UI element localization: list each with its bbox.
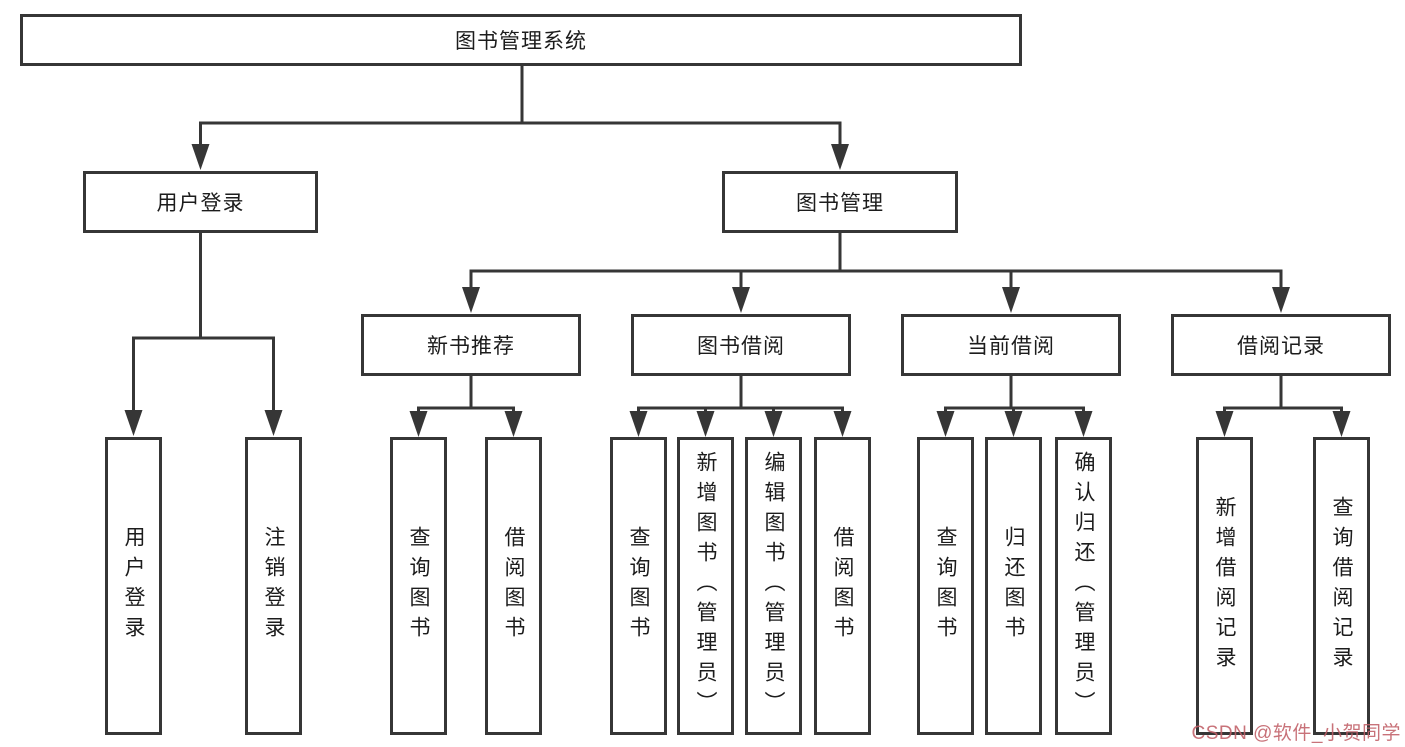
leaf-confirm-return-admin: 确认归还（管理员） (1055, 437, 1112, 735)
leaf-borrow-books: 借阅图书 (814, 437, 871, 735)
connector-current-to-leaves (936, 376, 1093, 437)
leaf-edit-books-admin: 编辑图书（管理员） (745, 437, 802, 735)
leaf-label: 查询借阅记录 (1330, 496, 1354, 676)
node-book-borrowing: 图书借阅 (631, 314, 851, 376)
leaf-add-borrow-record: 新增借阅记录 (1196, 437, 1253, 735)
leaf-add-books-admin: 新增图书（管理员） (677, 437, 734, 735)
leaf-label: 编辑图书（管理员） (762, 451, 786, 721)
connector-book-mgmt-to-level3 (462, 233, 1290, 313)
connector-user-login-to-leaves (124, 233, 283, 436)
leaf-label: 用户登录 (122, 526, 146, 646)
leaf-return-books: 归还图书 (985, 437, 1042, 735)
node-user-login: 用户登录 (83, 171, 318, 233)
node-label: 图书管理系统 (455, 30, 587, 53)
node-label: 借阅记录 (1237, 335, 1325, 358)
leaf-user-login: 用户登录 (105, 437, 162, 735)
connector-records-to-leaves (1215, 376, 1351, 437)
leaf-query-books-borrow: 查询图书 (610, 437, 667, 735)
leaf-label: 注销登录 (262, 526, 286, 646)
leaf-label: 查询图书 (407, 526, 431, 646)
leaf-query-books-recommend: 查询图书 (390, 437, 447, 735)
node-label: 图书借阅 (697, 335, 785, 358)
leaf-label: 查询图书 (627, 526, 651, 646)
leaf-label: 确认归还（管理员） (1072, 451, 1096, 721)
leaf-label: 归还图书 (1002, 526, 1026, 646)
node-label: 图书管理 (796, 192, 884, 215)
node-current-borrowing: 当前借阅 (901, 314, 1121, 376)
leaf-label: 新增借阅记录 (1213, 496, 1237, 676)
leaf-logout: 注销登录 (245, 437, 302, 735)
node-label: 当前借阅 (967, 335, 1055, 358)
csdn-watermark: CSDN @软件_小贺同学 (1191, 723, 1401, 744)
leaf-label: 借阅图书 (831, 526, 855, 646)
connector-root-to-level2 (191, 64, 849, 170)
node-label: 新书推荐 (427, 335, 515, 358)
leaf-label: 借阅图书 (502, 526, 526, 646)
connector-book-borrow-to-leaves (629, 376, 852, 437)
leaf-label: 新增图书（管理员） (694, 451, 718, 721)
leaf-label: 查询图书 (934, 526, 958, 646)
leaf-query-borrow-record: 查询借阅记录 (1313, 437, 1370, 735)
leaf-query-books-current: 查询图书 (917, 437, 974, 735)
node-new-book-recommend: 新书推荐 (361, 314, 581, 376)
node-label: 用户登录 (156, 192, 245, 215)
connector-new-books-to-leaves (409, 376, 523, 437)
node-book-management: 图书管理 (722, 171, 958, 233)
node-system-root: 图书管理系统 (20, 14, 1022, 66)
node-borrowing-records: 借阅记录 (1171, 314, 1391, 376)
leaf-borrow-books-recommend: 借阅图书 (485, 437, 542, 735)
